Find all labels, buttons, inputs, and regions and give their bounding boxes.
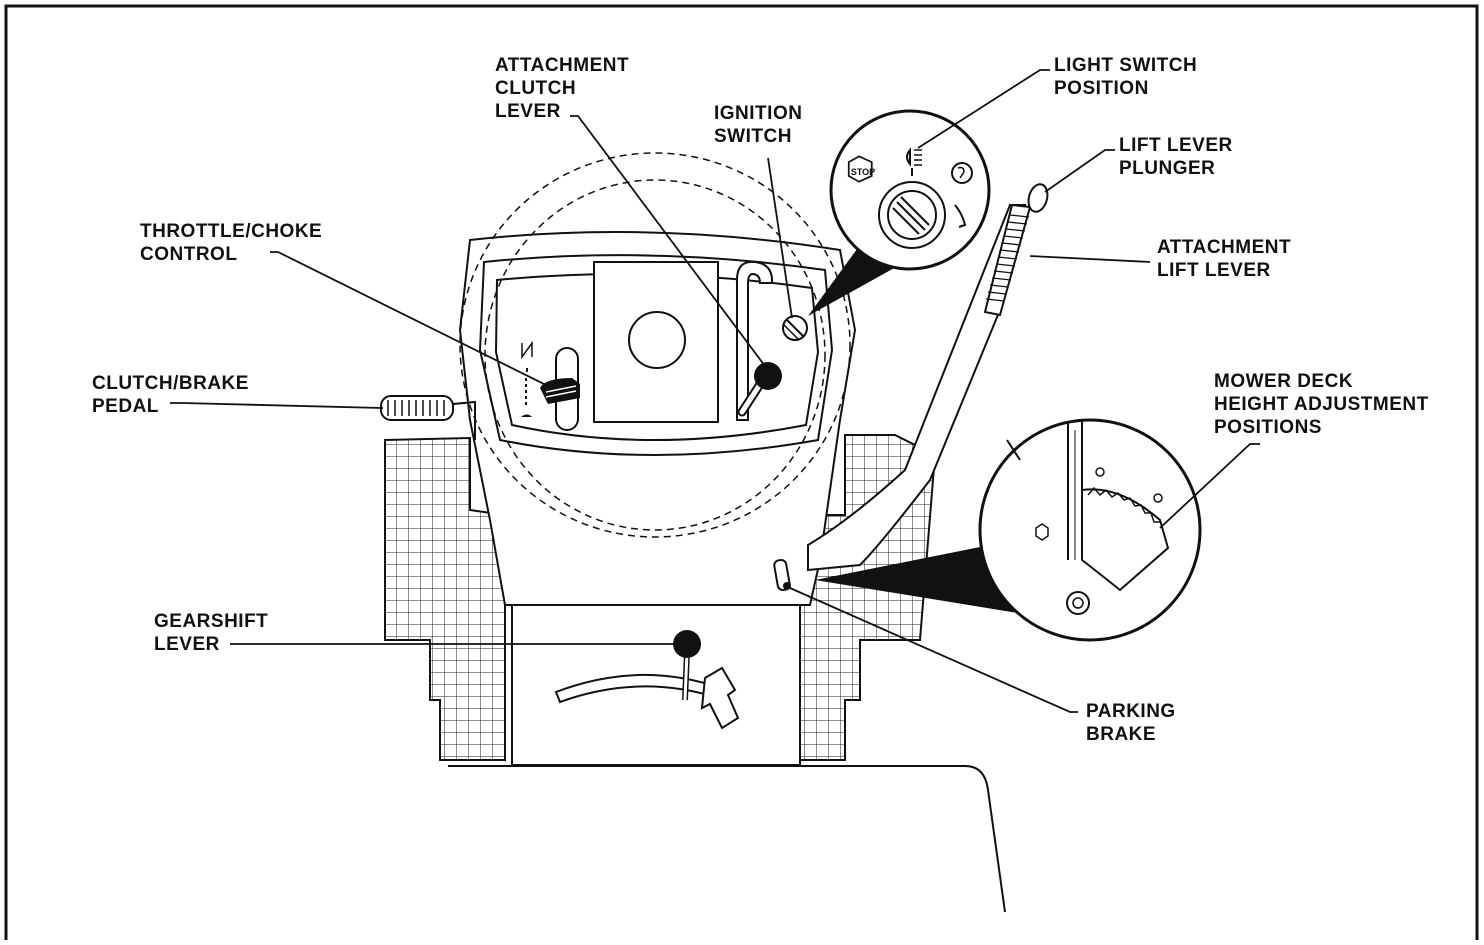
throttle-choke-control[interactable] xyxy=(521,340,580,431)
label-line: MOWER DECK xyxy=(1214,371,1354,392)
label-throttle-choke-control: THROTTLE/CHOKE CONTROL xyxy=(140,220,322,266)
clutch-brake-pedal[interactable] xyxy=(380,395,476,440)
label-line: PLUNGER xyxy=(1119,158,1216,179)
label-ignition-switch: IGNITION SWITCH xyxy=(714,102,802,148)
label-light-switch-position: LIGHT SWITCH POSITION xyxy=(1054,54,1197,100)
label-line: ATTACHMENT xyxy=(1157,237,1292,258)
label-line: THROTTLE/CHOKE xyxy=(140,221,323,242)
seat-outline xyxy=(448,765,1006,913)
label-line: CONTROL xyxy=(140,244,238,265)
frame-border xyxy=(4,4,1479,945)
label-line: LIFT LEVER xyxy=(1119,135,1233,156)
label-line: ATTACHMENT xyxy=(495,55,630,76)
label-line: PEDAL xyxy=(92,396,159,417)
label-line: CLUTCH/BRAKE xyxy=(92,373,249,394)
label-clutch-brake-pedal: CLUTCH/BRAKE PEDAL xyxy=(92,372,249,418)
gauge xyxy=(628,311,686,369)
attachment-clutch-knob[interactable] xyxy=(754,362,782,390)
label-line: GEARSHIFT xyxy=(154,611,269,632)
ignition-callout: STOP xyxy=(808,109,991,316)
label-line: CLUTCH xyxy=(495,78,577,99)
engine-start-icon xyxy=(951,162,973,184)
label-line: LEVER xyxy=(495,101,561,122)
label-line: POSITIONS xyxy=(1214,417,1322,438)
label-line: POSITION xyxy=(1054,78,1149,99)
stop-icon-text: STOP xyxy=(851,167,875,177)
label-lift-lever-plunger: LIFT LEVER PLUNGER xyxy=(1119,134,1233,180)
label-line: SWITCH xyxy=(714,126,792,147)
label-line: LIFT LEVER xyxy=(1157,260,1271,281)
label-line: BRAKE xyxy=(1086,724,1157,745)
leader-lines xyxy=(170,69,1260,713)
left-footrest xyxy=(384,436,506,761)
label-line: PARKING xyxy=(1086,701,1176,722)
attachment-clutch-slot xyxy=(736,260,774,421)
label-parking-brake: PARKING BRAKE xyxy=(1086,700,1176,746)
mower-deck-callout xyxy=(815,418,1202,642)
lift-lever-plunger[interactable] xyxy=(1026,182,1051,214)
label-line: HEIGHT ADJUSTMENT xyxy=(1214,394,1429,415)
label-mower-deck-height-adjustment: MOWER DECK HEIGHT ADJUSTMENT POSITIONS xyxy=(1214,370,1429,439)
label-attachment-lift-lever: ATTACHMENT LIFT LEVER xyxy=(1157,236,1291,282)
label-line: IGNITION xyxy=(714,103,803,124)
label-gearshift-lever: GEARSHIFT LEVER xyxy=(154,610,268,656)
label-line: LIGHT SWITCH xyxy=(1054,55,1198,76)
gearshift-knob[interactable] xyxy=(673,630,701,658)
headlight-icon xyxy=(906,147,911,167)
parking-brake[interactable] xyxy=(773,558,791,592)
gearshift-assembly xyxy=(554,630,740,730)
label-line: LEVER xyxy=(154,634,220,655)
label-attachment-clutch-lever: ATTACHMENT CLUTCH LEVER xyxy=(495,54,629,123)
stop-icon xyxy=(847,155,873,183)
attachment-lift-lever[interactable] xyxy=(807,182,1051,572)
